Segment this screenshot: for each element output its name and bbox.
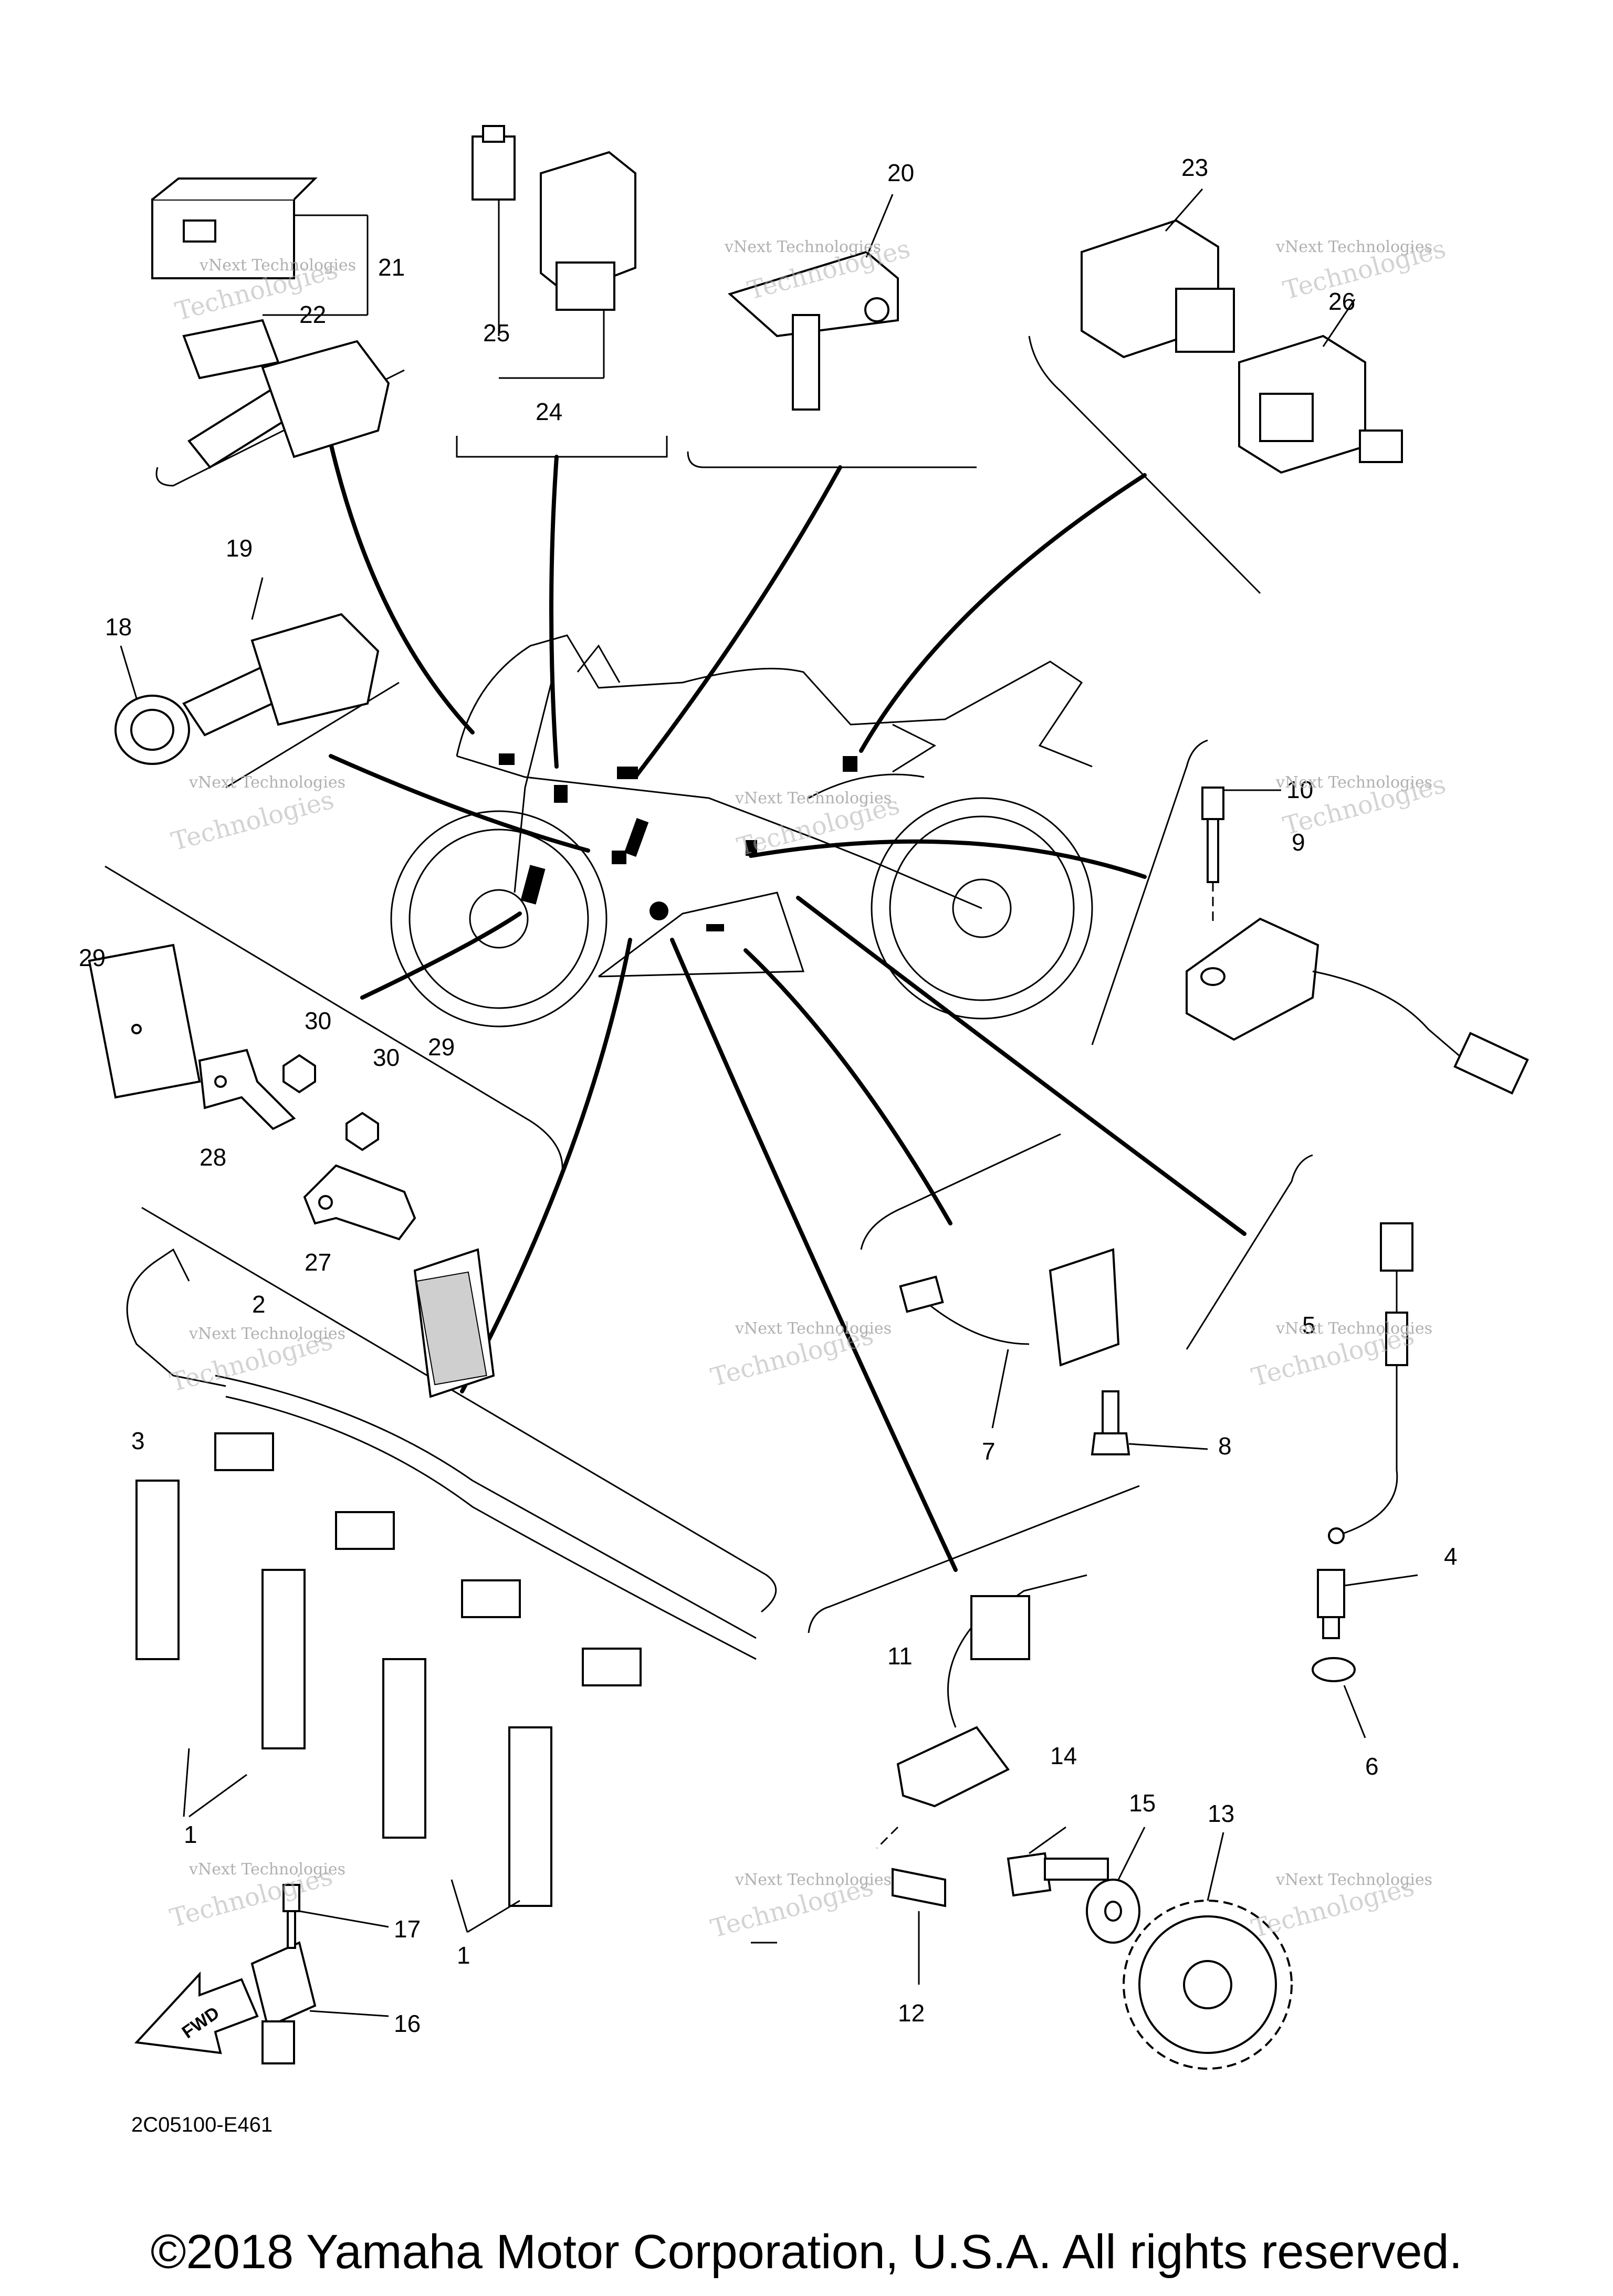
diagram-code: 2C05100-E461 <box>131 2113 273 2136</box>
svg-text:vNext Technologies: vNext Technologies <box>1275 1319 1432 1338</box>
part-20-sensor <box>728 194 899 411</box>
svg-text:Technologies: Technologies <box>168 785 337 856</box>
callout-17: 17 <box>394 1915 421 1943</box>
svg-text:vNext Technologies: vNext Technologies <box>188 773 345 792</box>
part-17-bolt <box>282 1884 389 1949</box>
callout-11: 11 <box>887 1642 913 1670</box>
part-11-sensor <box>896 1574 1087 1808</box>
callout-28: 28 <box>200 1144 226 1171</box>
part-21-relay <box>151 177 369 315</box>
callout-21: 21 <box>378 254 405 281</box>
fwd-arrow: FWD <box>134 1971 259 2054</box>
part-1-ignition-coils <box>135 1480 552 1933</box>
callout-10: 10 <box>1286 776 1313 803</box>
callout-1: 1 <box>184 1821 197 1848</box>
part-23-unit <box>1081 188 1235 359</box>
callout-5: 5 <box>1302 1312 1316 1339</box>
callout-6: 6 <box>1365 1753 1379 1780</box>
svg-text:vNext Technologies: vNext Technologies <box>735 1871 892 1889</box>
part-2-harness <box>214 1375 757 1686</box>
part-7-sensor <box>899 1248 1120 1429</box>
svg-text:vNext Technologies: vNext Technologies <box>1275 773 1432 792</box>
callout-15: 15 <box>1129 1789 1156 1817</box>
callout-29: 29 <box>79 944 106 971</box>
part-16-sensor <box>250 1941 389 2064</box>
callout-16: 16 <box>394 2010 421 2037</box>
part-6-washer <box>1312 1657 1366 1738</box>
part-29a-reflector <box>88 943 201 1099</box>
svg-text:vNext Technologies: vNext Technologies <box>188 1325 345 1343</box>
callout-4: 4 <box>1444 1543 1458 1570</box>
part-8-bolt <box>1091 1390 1208 1455</box>
svg-text:vNext Technologies: vNext Technologies <box>199 256 356 275</box>
watermarks: vNext Technologies Technologies vNext Te… <box>167 234 1449 1944</box>
part-5-lead <box>1328 1222 1413 1544</box>
callout-18: 18 <box>105 613 132 641</box>
part-18-washer <box>114 645 190 765</box>
svg-text:vNext Technologies: vNext Technologies <box>1275 238 1432 256</box>
svg-text:vNext Technologies: vNext Technologies <box>1275 1871 1432 1889</box>
callout-19: 19 <box>226 534 253 562</box>
leader-lines <box>323 418 1247 1572</box>
motorcycle-outline <box>390 634 1093 1028</box>
connection-markers <box>499 753 857 931</box>
part-26-unit <box>1238 299 1403 474</box>
callout-3: 3 <box>131 1427 145 1454</box>
part-19-sensor <box>187 340 390 620</box>
callout-20: 20 <box>887 159 914 186</box>
part-29b-reflector <box>413 1248 495 1398</box>
part-24-relay <box>499 151 636 379</box>
part-13-sprocket <box>1123 1832 1293 2070</box>
callout-leaders <box>751 789 1281 1944</box>
part-19b-sensor-body <box>182 613 380 737</box>
part-9-sensor <box>1186 917 1529 1095</box>
callout-labels: 1 1 2 3 4 5 6 7 8 9 10 11 12 13 14 15 16… <box>79 154 1458 2037</box>
callout-9: 9 <box>1292 829 1305 856</box>
callout-27: 27 <box>305 1249 331 1276</box>
callout-23: 23 <box>1181 154 1208 181</box>
callout-12: 12 <box>898 1999 925 2027</box>
callout-25: 25 <box>483 319 510 347</box>
group-frames <box>104 336 1313 1633</box>
callout-29: 29 <box>428 1033 455 1061</box>
part-28-bracket <box>198 1049 296 1130</box>
part-10-bolt <box>1201 787 1224 883</box>
part-30b-nut <box>345 1112 379 1151</box>
callout-30: 30 <box>373 1044 400 1071</box>
part-30a-nut <box>282 1054 316 1094</box>
callout-24: 24 <box>536 398 562 425</box>
svg-text:vNext Technologies: vNext Technologies <box>735 1319 892 1338</box>
svg-text:vNext Technologies: vNext Technologies <box>735 789 892 808</box>
callout-8: 8 <box>1218 1432 1232 1460</box>
part-12-bolt <box>892 1868 946 1985</box>
callout-26: 26 <box>1328 288 1355 315</box>
callout-30: 30 <box>305 1007 331 1034</box>
callout-1: 1 <box>457 1942 470 1969</box>
part-3-clamp <box>126 1248 226 1387</box>
callout-2: 2 <box>252 1291 266 1318</box>
callout-22: 22 <box>299 301 326 328</box>
part-27-bracket <box>303 1164 416 1241</box>
part-14-bolt <box>1007 1826 1109 1897</box>
copyright-notice: ©2018 Yamaha Motor Corporation, U.S.A. A… <box>151 2225 1462 2279</box>
part-4-switch <box>1317 1569 1418 1639</box>
part-25-connector <box>472 125 516 336</box>
callout-13: 13 <box>1208 1800 1234 1827</box>
svg-text:vNext Technologies: vNext Technologies <box>188 1860 345 1879</box>
svg-text:vNext Technologies: vNext Technologies <box>724 238 881 256</box>
callout-14: 14 <box>1050 1742 1077 1769</box>
callout-7: 7 <box>982 1438 996 1465</box>
part-15-washer <box>1086 1827 1146 1944</box>
